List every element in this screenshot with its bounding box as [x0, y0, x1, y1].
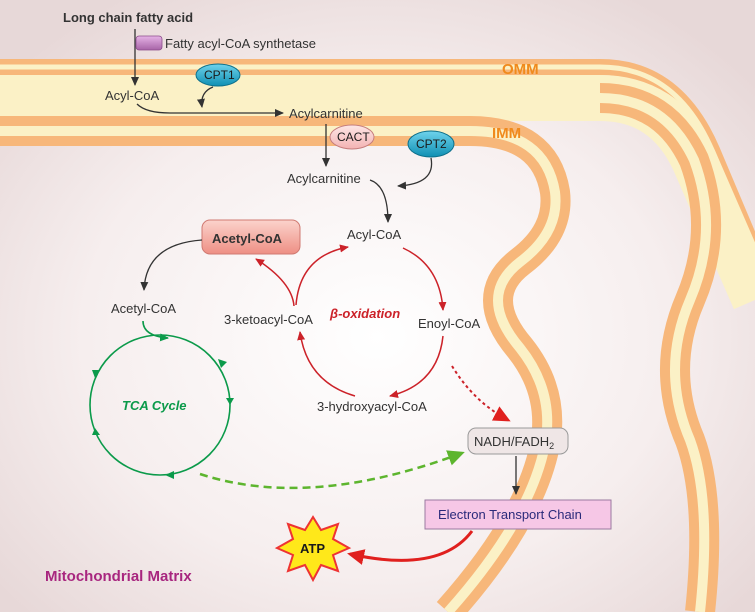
- etc-to-atp-arrow: [347, 530, 474, 565]
- beta-step-enoyl-to-hydroxy: [389, 335, 444, 398]
- atp-label: ATP: [300, 541, 325, 556]
- beta-step-acyl-to-enoyl: [402, 247, 447, 311]
- acetyl-coa-box-label: Acetyl-CoA: [212, 231, 283, 246]
- mitochondrial-matrix-label: Mitochondrial Matrix: [45, 568, 192, 585]
- acetyl-coa-label: Acetyl-CoA: [111, 301, 176, 316]
- synthetase-icon: [135, 35, 163, 51]
- acyl-coa-matrix-label: Acyl-CoA: [347, 227, 402, 242]
- imm-label: IMM: [492, 125, 521, 142]
- beta-step-keto-to-acyl: [295, 244, 349, 306]
- electron-transport-chain-box: [424, 499, 612, 530]
- nadh-text: NADH/FADH: [474, 434, 549, 449]
- electron-transport-chain-label: Electron Transport Chain: [438, 507, 582, 522]
- cact-label: CACT: [337, 130, 370, 144]
- nadh-subscript: 2: [549, 441, 554, 451]
- cpt1-label: CPT1: [204, 68, 235, 82]
- beta-step-hydroxy-to-keto: [297, 331, 356, 397]
- beta-oxidation-cycle: [255, 244, 447, 398]
- atp-starburst-icon: [274, 515, 352, 583]
- ketoacyl-coa-label: 3-ketoacyl-CoA: [224, 312, 313, 327]
- cpt2-label: CPT2: [416, 137, 447, 151]
- nadh-fadh2-box: [467, 427, 569, 455]
- beta-to-nadh-dotted-arrow: [451, 365, 511, 422]
- cpt1-enzyme: [195, 63, 241, 87]
- cact-enzyme: [329, 124, 375, 150]
- beta-oxidation-label: β-oxidation: [329, 306, 400, 321]
- keto-to-acetyl-coa-arrow: [255, 258, 295, 307]
- omm-label: OMM: [502, 61, 539, 78]
- cpt2-arrow: [397, 157, 433, 190]
- tca-cycle-arrowheads: [92, 359, 234, 479]
- synthetase-label: Fatty acyl-CoA synthetase: [165, 36, 316, 51]
- acylcarnitine-matrix-label: Acylcarnitine: [287, 171, 361, 186]
- cpt2-enzyme: [407, 130, 455, 158]
- tca-to-nadh-dashed-arrow: [199, 450, 465, 490]
- hydroxyacyl-coa-label: 3-hydroxyacyl-CoA: [317, 399, 427, 414]
- fatty-acid-label: Long chain fatty acid: [63, 10, 193, 25]
- tca-cycle-label: TCA Cycle: [122, 398, 187, 413]
- acyl-coa-to-acylcarnitine-arrow: [136, 103, 284, 117]
- acyl-coa-cytosol-label: Acyl-CoA: [105, 88, 160, 103]
- acylcarnitine-ims-label: Acylcarnitine: [289, 106, 363, 121]
- nadh-fadh2-label: NADH/FADH2: [474, 434, 554, 451]
- acetyl-box-to-acetyl-coa-arrow: [140, 239, 203, 291]
- enoyl-coa-label: Enoyl-CoA: [418, 316, 480, 331]
- cpt1-arrow: [196, 86, 214, 108]
- inner-mitochondrial-membrane: [0, 83, 722, 612]
- acylcarnitine-to-acyl-coa-arrow: [369, 179, 392, 223]
- acetyl-coa-box: [201, 219, 301, 255]
